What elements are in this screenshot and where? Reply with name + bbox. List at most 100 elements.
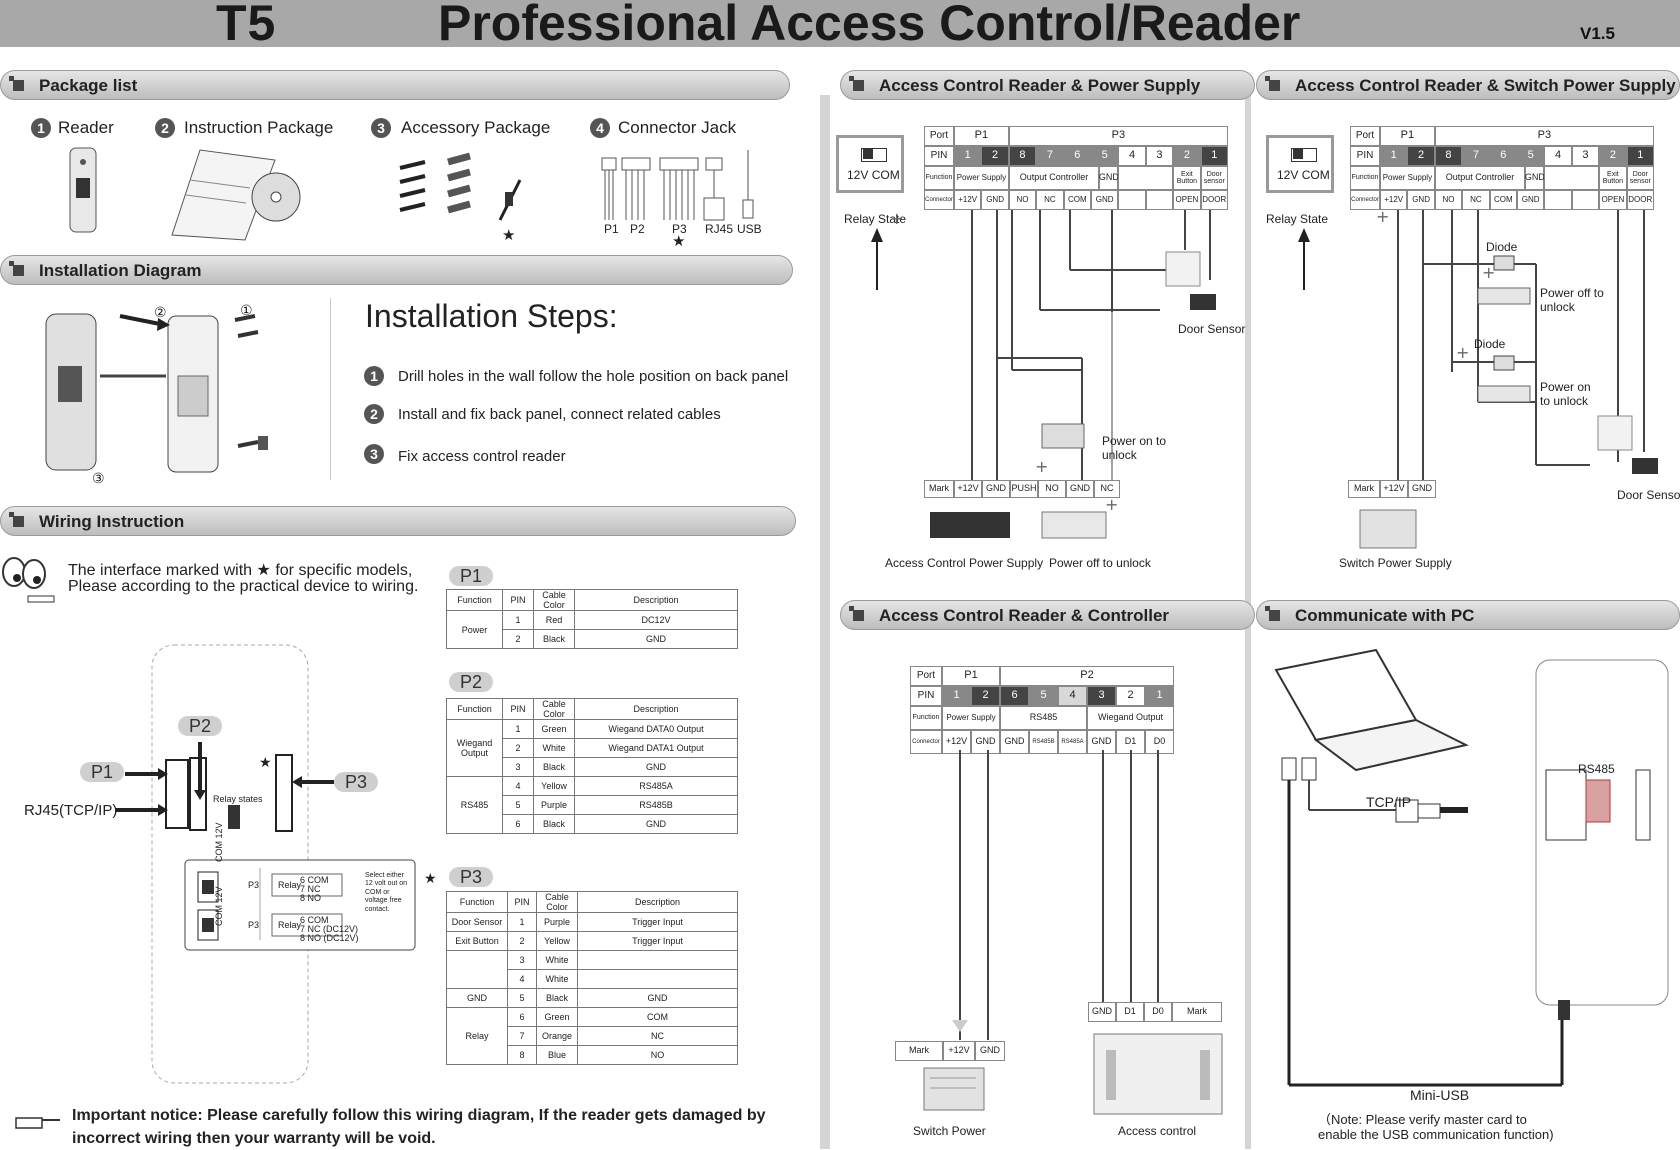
- access-control-power-supply-label: Access Control Power Supply: [885, 556, 1044, 570]
- grid-connector: DOOR: [1626, 190, 1654, 210]
- installation-illustration: [45, 313, 268, 473]
- grid-port-p3: P3: [1434, 126, 1654, 146]
- section-title: Wiring Instruction: [39, 512, 185, 531]
- grid-pin: 4: [1118, 146, 1146, 166]
- table-tag-p1: P1: [449, 566, 493, 586]
- package-item-reader: Reader: [58, 118, 114, 137]
- item-number: 2: [155, 118, 175, 138]
- switch-icon: [861, 148, 887, 162]
- grid-function-label: Function: [1350, 166, 1380, 190]
- label-relay-states: Relay states: [213, 794, 263, 804]
- grid-connector-label: Connector: [924, 190, 954, 210]
- jack-label-usb: USB: [737, 222, 762, 236]
- grid-pin: 4: [1058, 686, 1087, 706]
- grid-connector: [1571, 190, 1600, 210]
- section-bullet-icon: [1265, 76, 1280, 91]
- section-title: Access Control Reader & Switch Power Sup…: [1295, 76, 1676, 95]
- access-controller-board: [1093, 1033, 1223, 1115]
- grid-connector: OPEN: [1599, 190, 1627, 210]
- grid-function: RS485: [1000, 706, 1087, 730]
- section-package-list: Package list: [0, 70, 790, 100]
- grid-function-label: Function: [910, 706, 942, 730]
- terminal-cell: GND: [982, 480, 1010, 498]
- terminal-cell: Mark: [924, 480, 954, 498]
- grid-connector: D0: [1145, 730, 1174, 754]
- grid-connector: GND: [1000, 730, 1029, 754]
- eyes-icon: [2, 557, 55, 603]
- switch-power-label: Switch Power: [913, 1124, 986, 1138]
- grid-pin: 5: [1517, 146, 1545, 166]
- grid-port-label: Port: [924, 126, 954, 146]
- power-off-unlock-label: Power off to unlock: [1540, 286, 1604, 314]
- callout-3: ③: [92, 470, 105, 486]
- item-number: 3: [371, 118, 391, 138]
- switch-power-device: [923, 1067, 985, 1111]
- grid-function: Power Supply: [954, 166, 1009, 190]
- terminal-cell: +12V: [943, 1041, 975, 1061]
- grid-connector: RS485A: [1058, 730, 1087, 754]
- grid-port-p2: P2: [1000, 666, 1174, 686]
- terminal-cell: GND: [1408, 480, 1436, 498]
- grid-pin: 3: [1087, 686, 1116, 706]
- step-number: 1: [364, 366, 384, 386]
- relay-pin-row: 6 COM: [300, 915, 329, 925]
- grid-connector: OPEN: [1173, 190, 1201, 210]
- grid-port-label: Port: [910, 666, 942, 686]
- relay-switch: 12V COM: [836, 135, 904, 193]
- grid-function: Power Supply: [942, 706, 1000, 730]
- grid-connector: +12V: [942, 730, 971, 754]
- grid-connector: GND: [1091, 190, 1119, 210]
- grid-connector: [1544, 190, 1572, 210]
- section-reader-controller: Access Control Reader & Controller: [840, 600, 1255, 630]
- star-icon: ★: [672, 233, 686, 250]
- terminal-cell: GND: [1088, 1002, 1116, 1022]
- grid-pin: 8: [1434, 146, 1463, 166]
- relay-pin-row: 8 NO: [300, 893, 322, 903]
- power-on-unlock-label: Power on to unlock: [1540, 380, 1591, 408]
- grid-pin: 6: [1000, 686, 1029, 706]
- section-bullet-icon: [9, 76, 24, 91]
- jack-label-rj45: RJ45: [705, 222, 734, 236]
- table-tag-p2: P2: [449, 672, 493, 692]
- grid-function-empty: [1118, 166, 1174, 190]
- svg-text:+: +: [1035, 457, 1048, 476]
- callout-2: ②: [154, 304, 167, 320]
- door-sensor-label: Door Sensor: [1617, 488, 1680, 502]
- switch-icon: [1291, 148, 1317, 162]
- title-bar: [0, 0, 1680, 47]
- connector-jacks-icon: [601, 150, 754, 221]
- grid-pin: 6: [1489, 146, 1517, 166]
- step-number: 2: [364, 404, 384, 424]
- grid-pin: 8: [1008, 146, 1037, 166]
- svg-text:+: +: [1456, 343, 1469, 362]
- grid-connector: +12V: [954, 190, 982, 210]
- relay-switch: 12V COM: [1266, 135, 1334, 193]
- relay-com12v-label: COM 12V: [214, 886, 224, 926]
- terminal-cell: GND: [975, 1041, 1005, 1061]
- grid-connector: GND: [981, 190, 1009, 210]
- terminal-cell: NC: [1094, 480, 1120, 498]
- page-title: Professional Access Control/Reader: [438, 0, 1301, 51]
- package-item-accessory: Accessory Package: [401, 118, 551, 137]
- star-icon: ★: [424, 870, 437, 886]
- svg-text:+: +: [890, 210, 903, 228]
- relay-p3-tag: P3: [248, 920, 260, 930]
- grid-pin: 1: [942, 686, 971, 706]
- grid-pin-label: PIN: [924, 146, 954, 166]
- grid-connector: NO: [1434, 190, 1463, 210]
- grid-connector-label: Connector: [910, 730, 942, 754]
- relay-pin-row: 6 COM: [300, 875, 329, 885]
- section-reader-power-supply: Access Control Reader & Power Supply: [840, 70, 1255, 100]
- relay-label: Relay: [278, 880, 302, 890]
- package-item-instruction: Instruction Package: [184, 118, 334, 137]
- grid-pin: 3: [1145, 146, 1174, 166]
- relay-switch-label: 12V COM: [847, 168, 900, 182]
- grid-function: Wiegand Output: [1087, 706, 1174, 730]
- grid-pin-label: PIN: [910, 686, 942, 706]
- screws-icon: [399, 152, 522, 221]
- relay-pin-row: 7 NC: [300, 884, 321, 894]
